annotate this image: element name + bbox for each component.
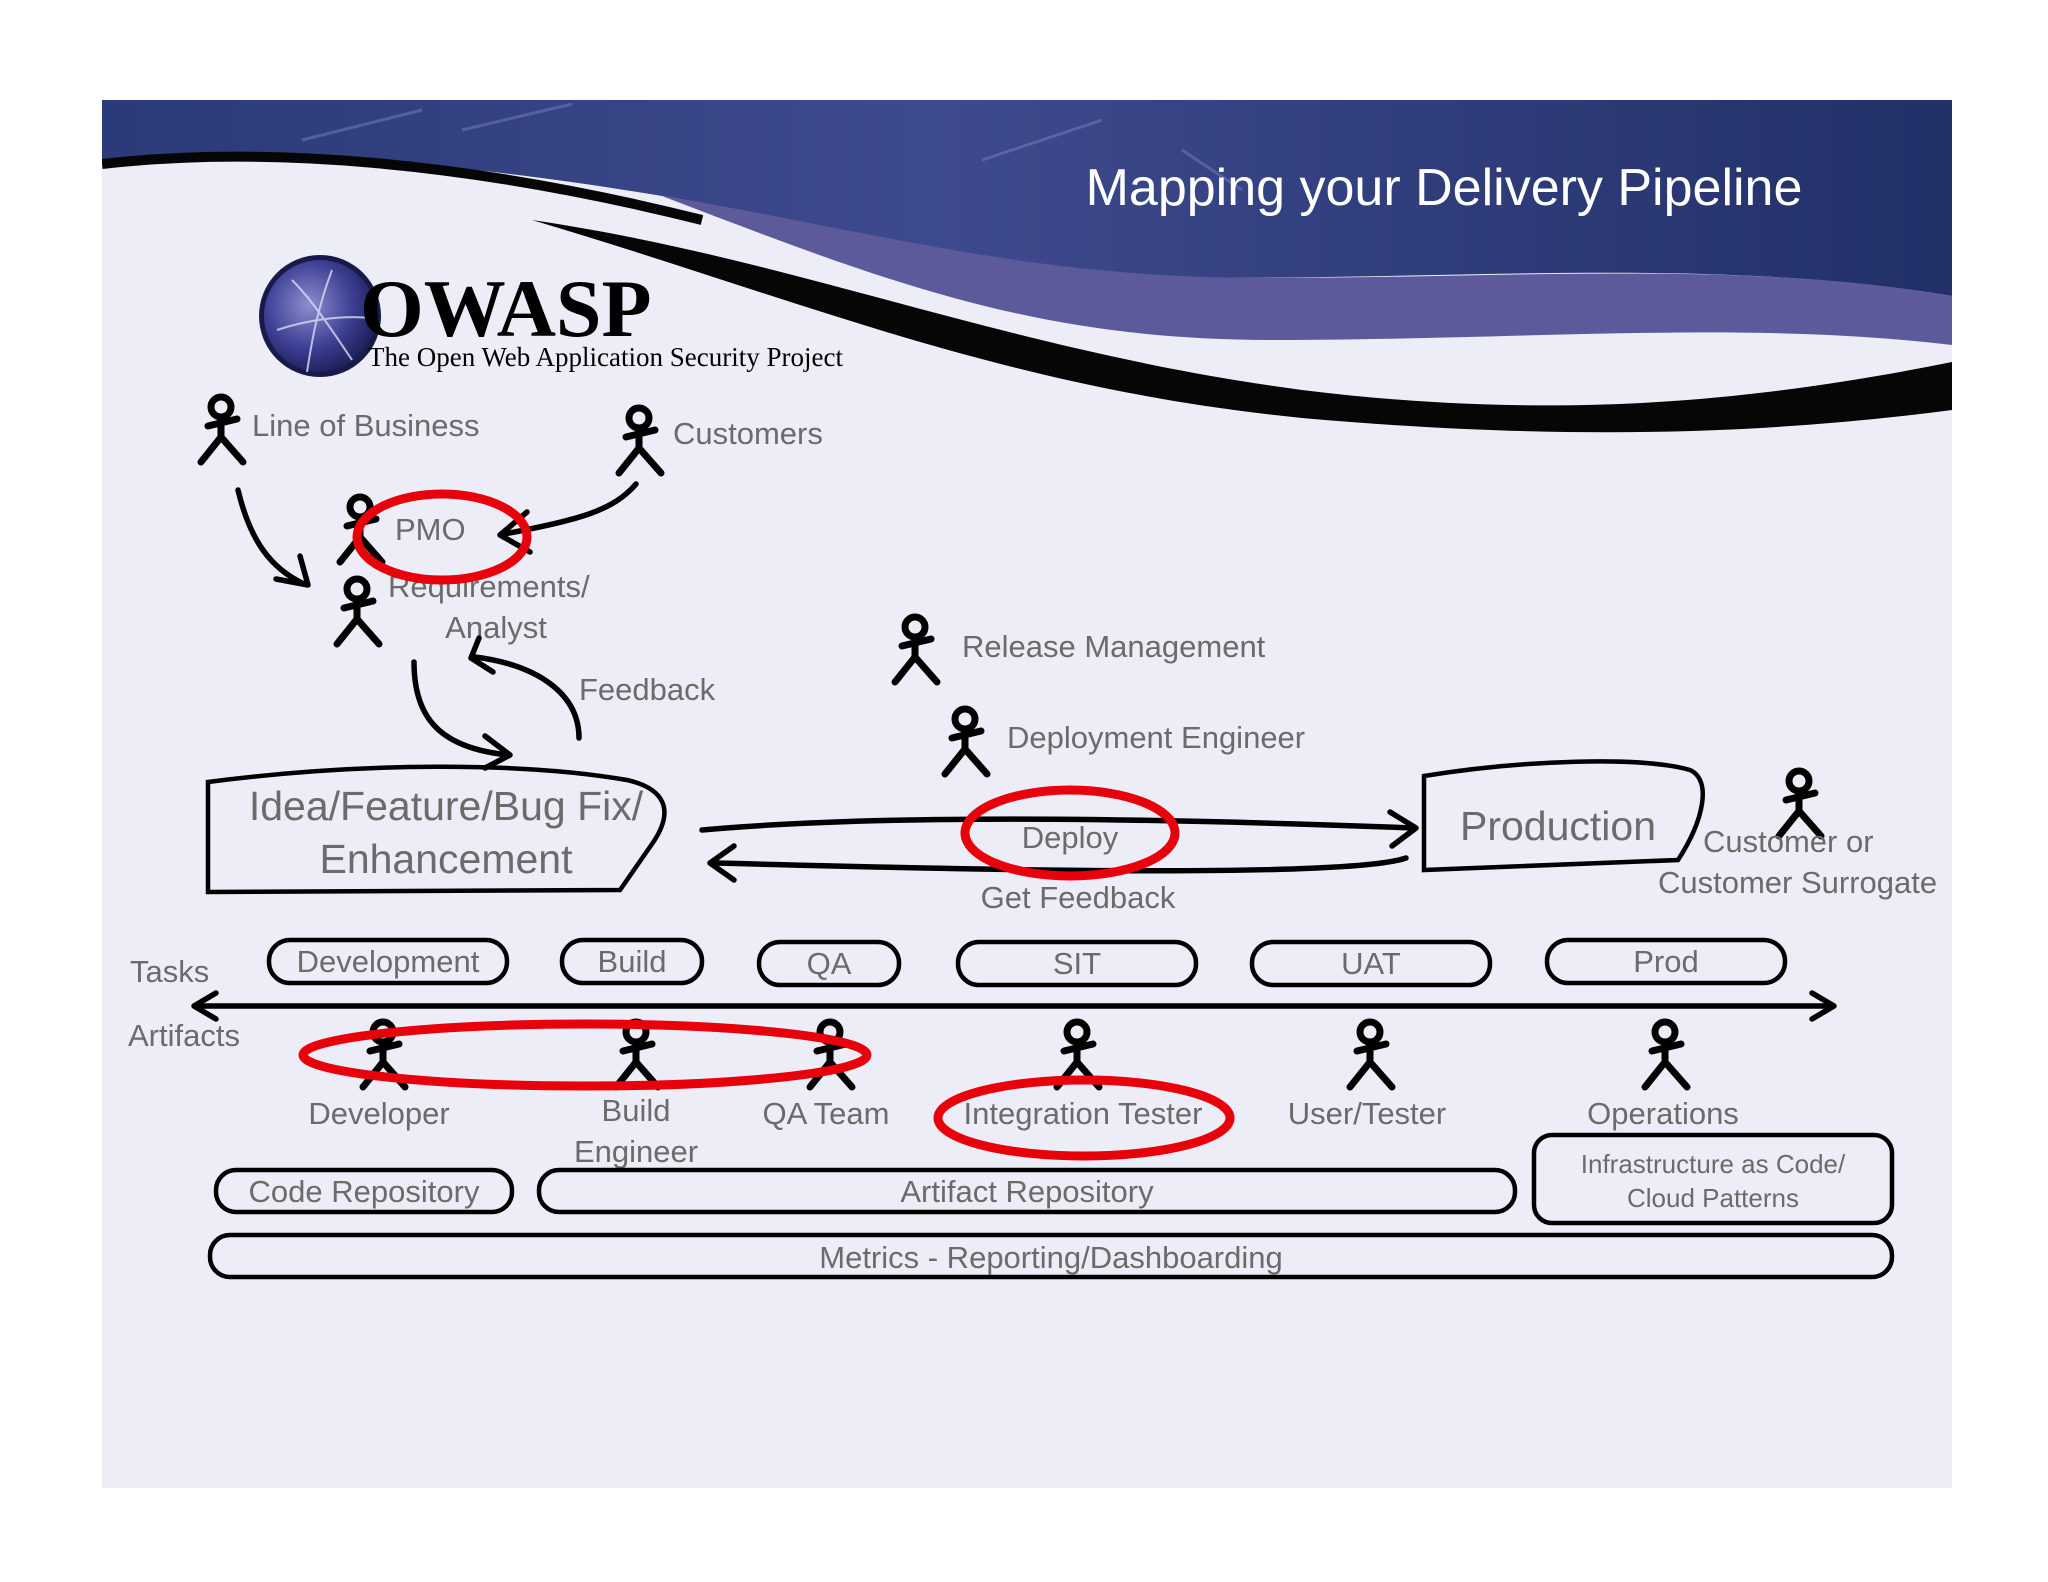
build-engineer-label-line2: Engineer [574, 1134, 698, 1169]
idea-label-line2: Enhancement [319, 836, 573, 882]
stage-qa [756, 939, 902, 988]
stage-prod-label: Prod [1633, 944, 1698, 979]
stage-build [559, 937, 705, 986]
artifact-repository-bar [536, 1167, 1518, 1215]
production-label: Production [1460, 803, 1656, 849]
deploy-arrow [699, 816, 1417, 833]
feedback-arrow [472, 654, 582, 741]
customers-label: Customers [673, 416, 823, 451]
customer-label-line2: Customer Surrogate [1658, 865, 1937, 900]
stage-development [266, 937, 510, 986]
code-repository-label: Code Repository [249, 1174, 480, 1209]
stage-prod [1544, 937, 1788, 986]
dev-build-qa-highlight-ring [298, 1019, 872, 1091]
idea-label-line1: Idea/Feature/Bug Fix/ [249, 783, 644, 829]
header-banner: Mapping your Delivery Pipeline [102, 100, 1952, 433]
artifact-repository-label: Artifact Repository [900, 1174, 1154, 1209]
tasks-label: Tasks [130, 954, 209, 989]
pipeline-diagram: Mapping your Delivery Pipeline OWASP The… [102, 100, 1952, 1488]
stage-uat-label: UAT [1341, 946, 1401, 981]
user-tester-label: User/Tester [1288, 1096, 1446, 1131]
analyst-label: Analyst [445, 610, 547, 645]
infrastructure-label-line2: Cloud Patterns [1627, 1183, 1799, 1213]
metrics-bar [207, 1232, 1895, 1280]
get-feedback-label: Get Feedback [981, 880, 1176, 915]
code-repository-bar [213, 1167, 515, 1215]
owasp-logo: OWASP The Open Web Application Security … [259, 255, 843, 377]
production-box [1421, 759, 1705, 873]
idea-box [205, 764, 667, 895]
owasp-wordmark: OWASP [360, 263, 652, 354]
deployment-engineer-label: Deployment Engineer [1007, 720, 1305, 755]
deploy-label: Deploy [1022, 820, 1119, 855]
stage-sit [955, 939, 1199, 988]
customer-label-line1: Customer or [1703, 824, 1874, 859]
build-engineer-label-line1: Build [602, 1093, 671, 1128]
feedback-label: Feedback [579, 672, 716, 707]
deploy-highlight-ring [960, 785, 1180, 881]
slide-title: Mapping your Delivery Pipeline [1086, 159, 1803, 217]
stage-development-label: Development [297, 944, 480, 979]
lob-to-pmo-arrow [235, 487, 307, 587]
artifacts-label: Artifacts [128, 1018, 240, 1053]
integration-tester-highlight-ring [933, 1075, 1235, 1161]
stage-qa-label: QA [807, 946, 852, 981]
stage-sit-label: SIT [1053, 946, 1101, 981]
metrics-label: Metrics - Reporting/Dashboarding [819, 1240, 1283, 1275]
stage-uat [1249, 939, 1493, 988]
release-management-label: Release Management [962, 629, 1266, 664]
line-of-business-label: Line of Business [252, 408, 479, 443]
infrastructure-bar [1531, 1132, 1895, 1226]
operations-label: Operations [1587, 1096, 1739, 1131]
stage-build-label: Build [598, 944, 667, 979]
slide: Mapping your Delivery Pipeline OWASP The… [102, 100, 1952, 1488]
owasp-tagline: The Open Web Application Security Projec… [368, 342, 843, 372]
infrastructure-label-line1: Infrastructure as Code/ [1581, 1149, 1846, 1179]
pmo-highlight-ring [352, 489, 532, 585]
analyst-to-idea-arrow [411, 659, 511, 758]
wasp-icon [276, 269, 371, 373]
integration-tester-label: Integration Tester [964, 1096, 1203, 1131]
pmo-label: PMO [395, 512, 466, 547]
developer-label: Developer [308, 1096, 449, 1131]
qa-team-label: QA Team [763, 1096, 890, 1131]
